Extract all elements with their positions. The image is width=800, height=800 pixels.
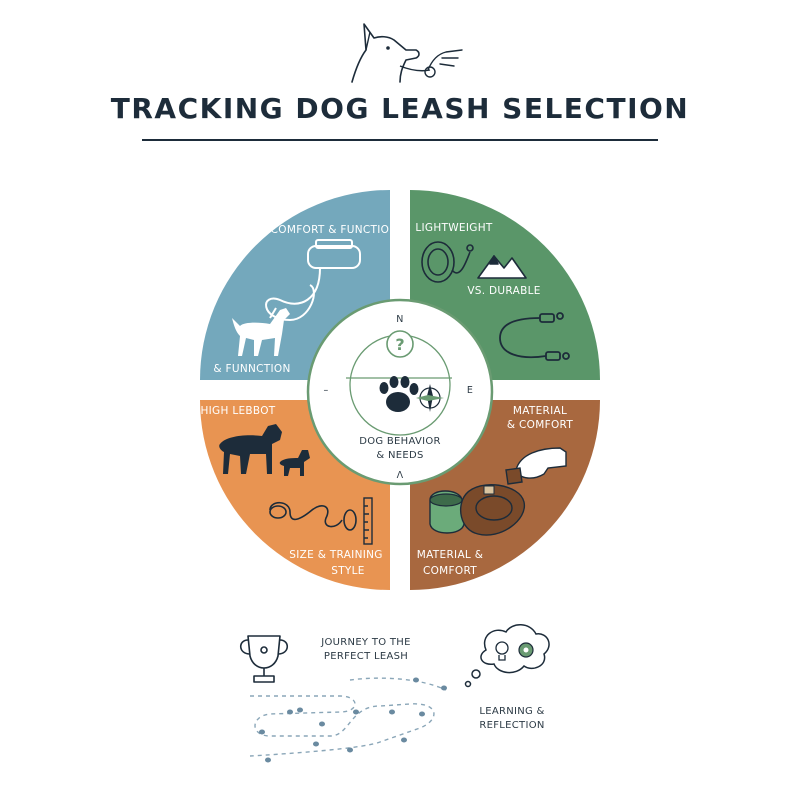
compass-south: Λ <box>397 470 404 481</box>
compass-east: E <box>467 385 473 396</box>
collar-brown-icon <box>459 484 525 536</box>
bottom-right-label-bottom-2: COMFORT <box>423 565 477 577</box>
center-label-2: & NEEDS <box>376 450 423 461</box>
bottom-left-label-bottom-2: STYLE <box>331 565 364 577</box>
hand-touching-icon <box>505 447 567 485</box>
bottom-left-label-top: HIGH LEBBOT <box>200 405 275 417</box>
reflection-label-2: REFLECTION <box>479 720 544 731</box>
paw-print-icon <box>379 376 419 412</box>
durable-leash-icon <box>499 312 570 361</box>
thought-bubble-icon <box>464 624 550 688</box>
journey-label-1: JOURNEY TO THE <box>320 637 410 648</box>
center-disc <box>306 298 494 486</box>
question-mark: ? <box>395 335 404 354</box>
lightbulb-icon <box>495 641 509 661</box>
trophy-icon <box>239 635 289 683</box>
top-right-label-bottom: VS. DURABLE <box>467 285 540 297</box>
top-left-label-bottom: & FUNNCTION <box>213 363 290 375</box>
question-circle-icon <box>386 330 414 358</box>
title-divider <box>142 139 658 141</box>
bottom-right-label-bottom-1: MATERIAL & <box>417 549 483 561</box>
dog-and-hand-icon <box>351 23 463 83</box>
gear-icon <box>518 642 534 658</box>
reflection-label-1: LEARNING & <box>479 706 544 717</box>
leash-coil-icon <box>421 241 474 283</box>
journey-label-2: PERFECT LEASH <box>324 651 408 662</box>
compass-north: N <box>396 314 403 325</box>
bottom-right-label-top-1: MATERIAL <box>513 405 567 417</box>
compass-west: – <box>323 385 328 396</box>
center-label-1: DOG BEHAVIOR <box>359 436 441 447</box>
dog-silhouette-icon <box>232 308 290 356</box>
paw-trail-icon <box>259 677 447 763</box>
compass-rose-icon <box>416 384 444 412</box>
ruler-icon <box>363 497 373 545</box>
mountains-icon <box>477 255 527 279</box>
page-title: TRACKING DOG LEASH SELECTION <box>110 92 690 125</box>
large-dog-icon <box>219 424 282 474</box>
journey-trail <box>249 677 447 757</box>
top-left-label-top: COMFORT & FUNCTION <box>271 224 398 236</box>
harness-leash-icon <box>265 239 361 322</box>
small-dog-icon <box>279 450 310 476</box>
top-right-label-top: LIGHTWEIGHT <box>415 222 493 234</box>
training-leashes-icon <box>269 501 357 531</box>
bottom-left-label-bottom-1: SIZE & TRAINING <box>289 549 382 561</box>
collar-green-icon <box>429 490 465 534</box>
bottom-right-label-top-2: & COMFORT <box>507 419 573 431</box>
